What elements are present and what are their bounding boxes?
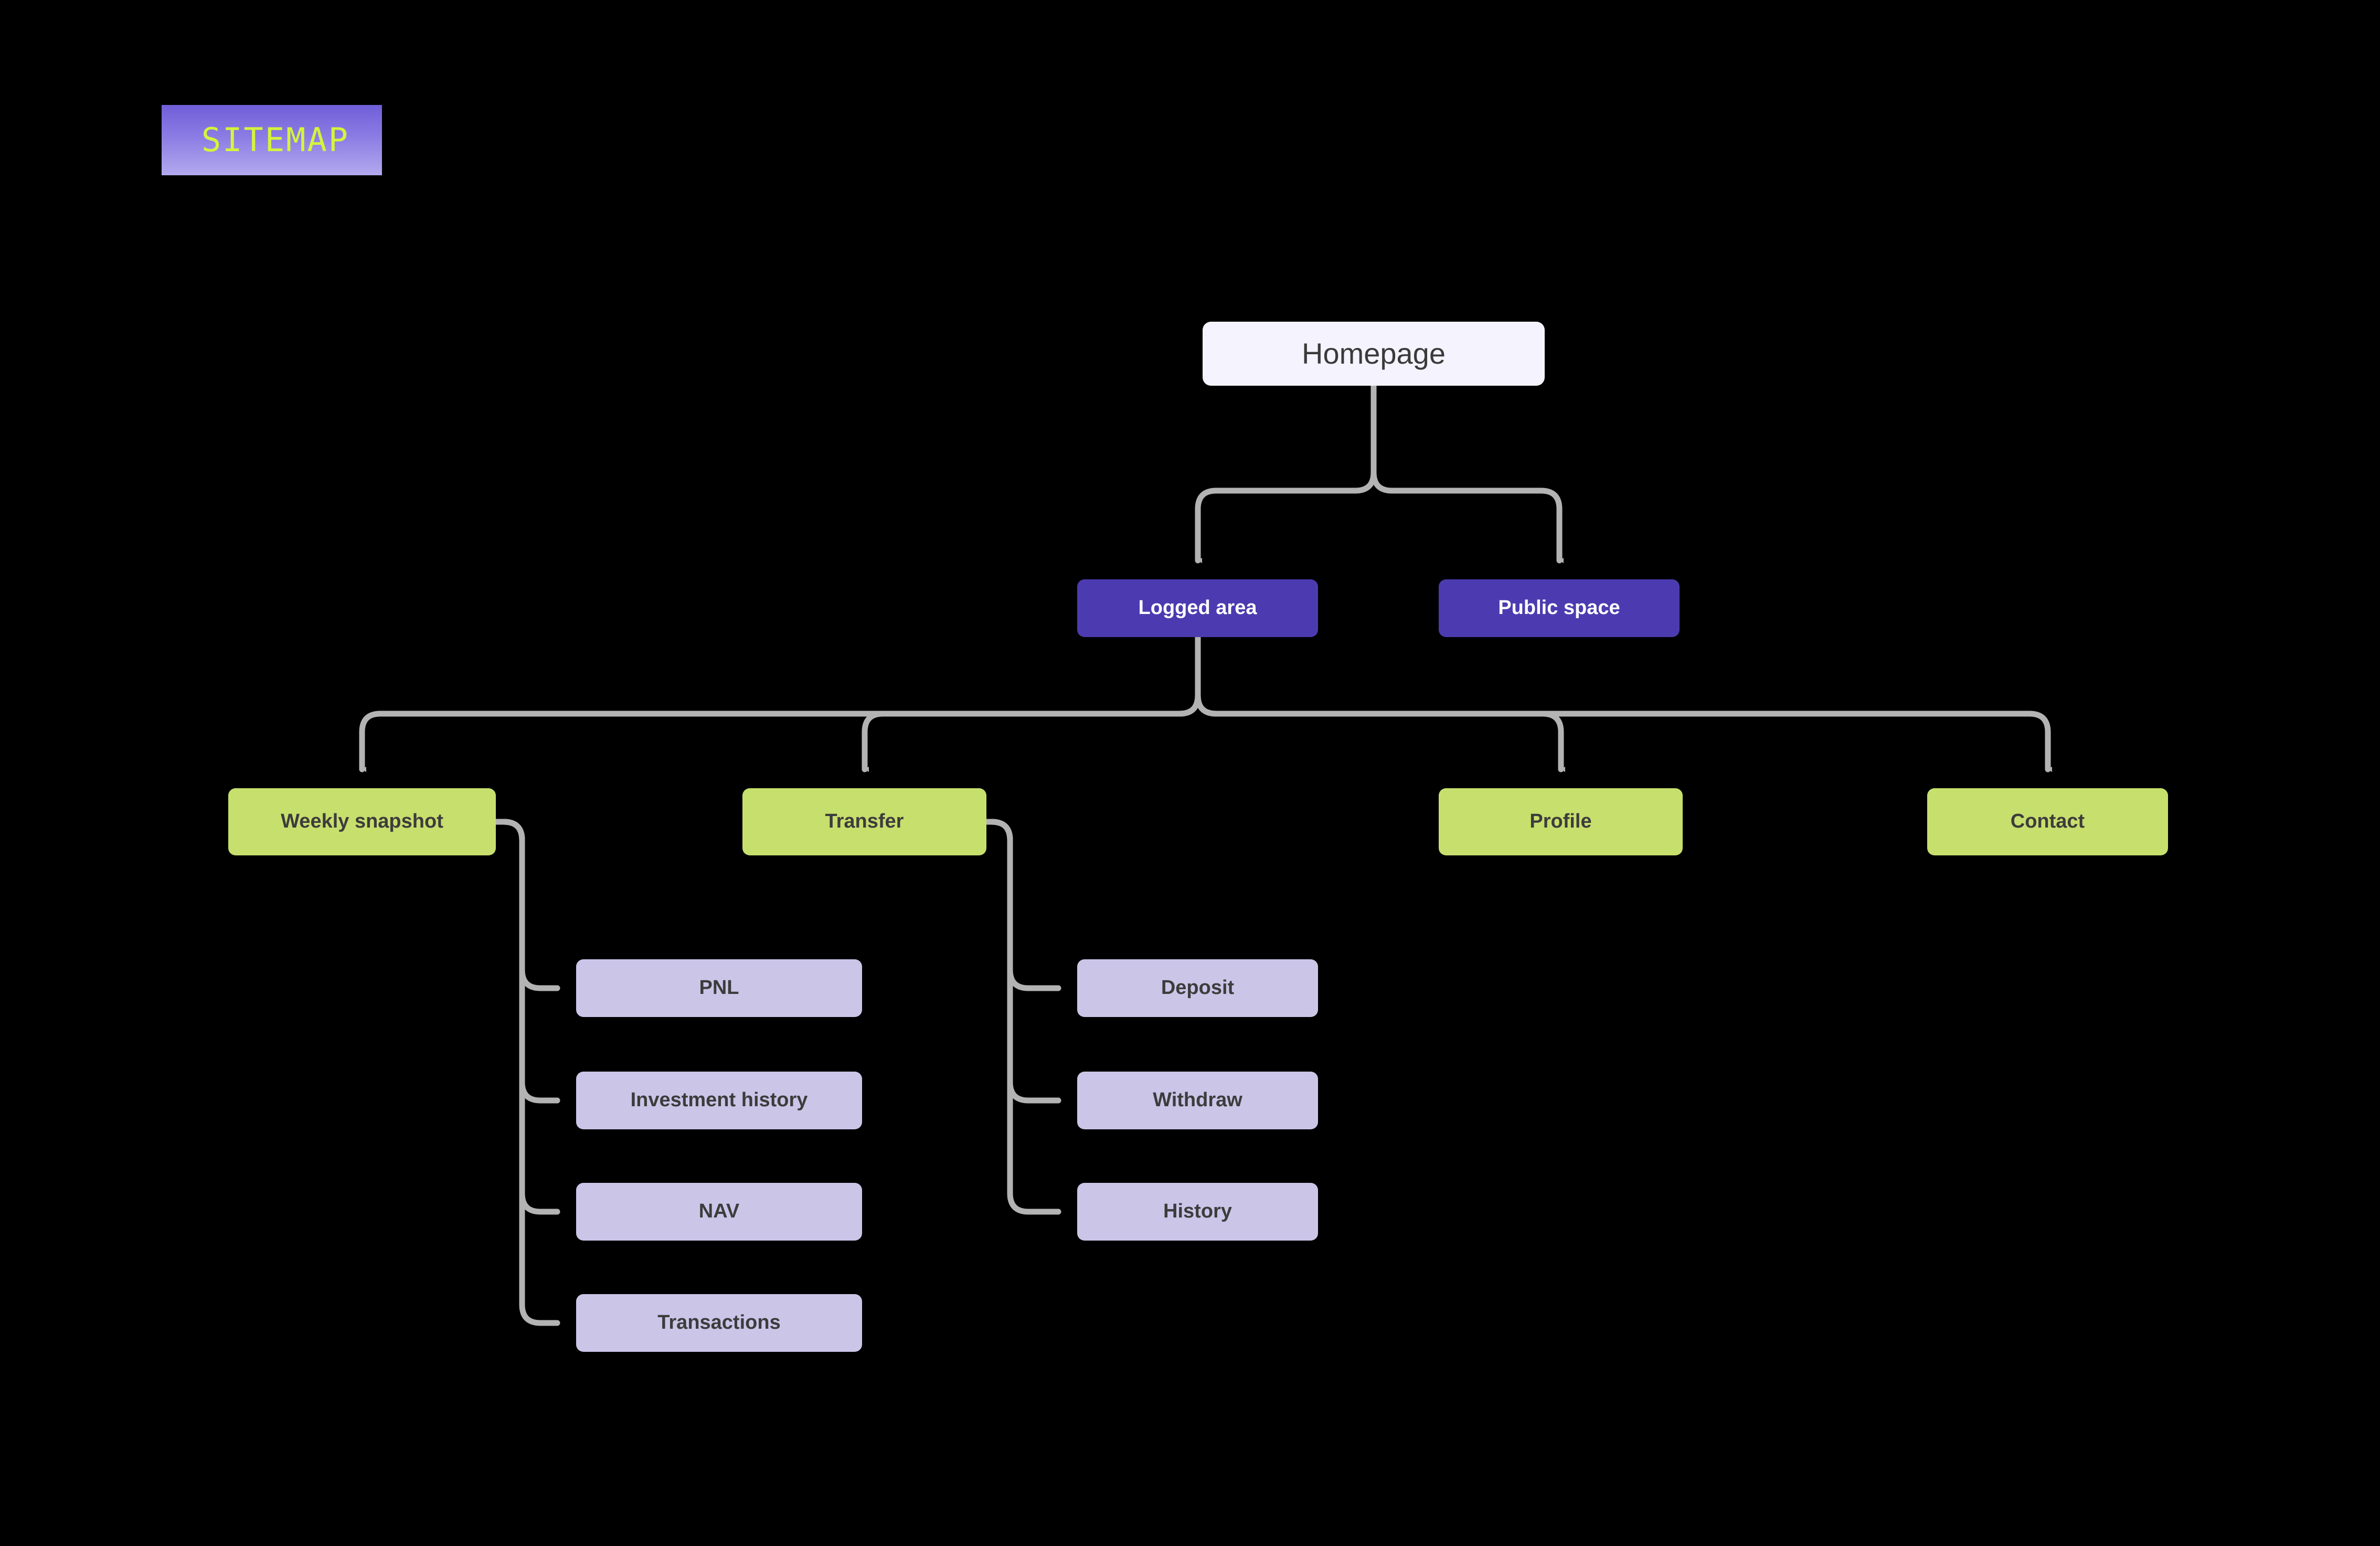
edge-weekly-investment xyxy=(493,819,560,1104)
node-pnl-label: PNL xyxy=(699,977,739,999)
node-history[interactable]: History xyxy=(1077,1183,1318,1241)
node-profile-label: Profile xyxy=(1529,810,1592,833)
node-logged-area-label: Logged area xyxy=(1138,597,1257,619)
node-weekly-snapshot-label: Weekly snapshot xyxy=(281,810,443,833)
node-profile[interactable]: Profile xyxy=(1439,788,1683,855)
node-transactions[interactable]: Transactions xyxy=(576,1294,862,1352)
node-nav[interactable]: NAV xyxy=(576,1183,862,1241)
sitemap-badge-label: SITEMAP xyxy=(201,121,350,159)
node-investment-history[interactable]: Investment history xyxy=(576,1072,862,1129)
node-deposit-label: Deposit xyxy=(1161,977,1235,999)
node-withdraw-label: Withdraw xyxy=(1153,1089,1242,1111)
edge-transfer-history xyxy=(983,819,1061,1215)
edge-weekly-pnl xyxy=(493,819,560,991)
node-public-space-label: Public space xyxy=(1498,597,1620,619)
node-homepage[interactable]: Homepage xyxy=(1203,322,1545,386)
node-weekly-snapshot[interactable]: Weekly snapshot xyxy=(228,788,496,855)
edge-transfer-withdraw xyxy=(983,819,1061,1104)
edge-weekly-nav xyxy=(493,819,560,1215)
node-transfer[interactable]: Transfer xyxy=(742,788,986,855)
edge-weekly-transactions xyxy=(493,819,560,1326)
edge-logged-profile xyxy=(1195,634,1565,772)
node-withdraw[interactable]: Withdraw xyxy=(1077,1072,1318,1129)
edge-transfer-deposit xyxy=(983,819,1061,991)
edge-homepage-bus xyxy=(1195,383,1377,564)
edge-logged-weekly xyxy=(359,634,1201,772)
edge-logged-transfer xyxy=(862,634,1201,772)
node-logged-area[interactable]: Logged area xyxy=(1077,579,1318,637)
edge-homepage-public xyxy=(1370,383,1564,564)
node-pnl[interactable]: PNL xyxy=(576,959,862,1017)
node-public-space[interactable]: Public space xyxy=(1439,579,1680,637)
node-contact[interactable]: Contact xyxy=(1927,788,2168,855)
node-nav-label: NAV xyxy=(698,1200,740,1223)
node-transactions-label: Transactions xyxy=(657,1311,781,1334)
sitemap-badge: SITEMAP xyxy=(162,105,382,175)
node-transfer-label: Transfer xyxy=(825,810,904,833)
node-deposit[interactable]: Deposit xyxy=(1077,959,1318,1017)
node-contact-label: Contact xyxy=(2010,810,2085,833)
node-homepage-label: Homepage xyxy=(1302,336,1446,370)
node-investment-history-label: Investment history xyxy=(630,1089,808,1111)
edge-logged-contact xyxy=(1195,634,2052,772)
node-history-label: History xyxy=(1163,1200,1232,1223)
